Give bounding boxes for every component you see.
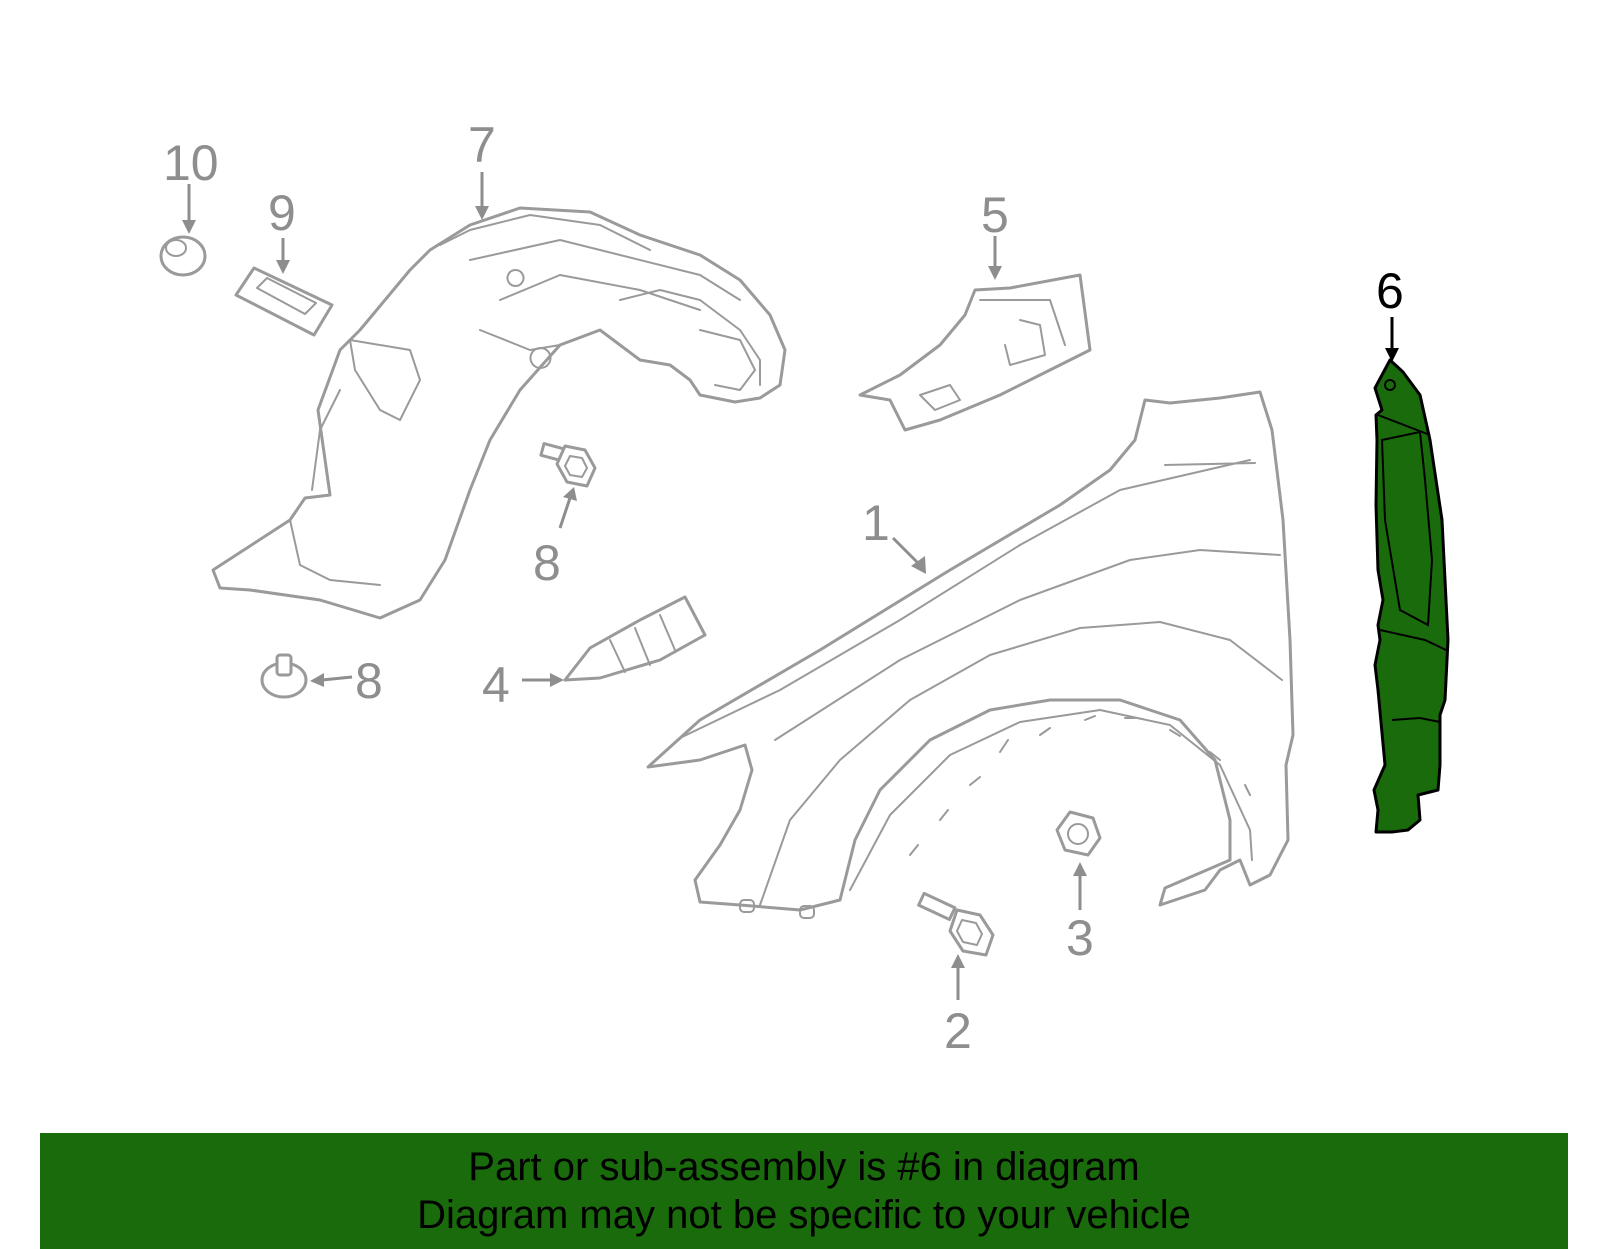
part-2-bolt[interactable]	[917, 891, 995, 957]
part-4-trim[interactable]	[563, 595, 707, 682]
callout-4: 4	[482, 657, 510, 713]
part-1-fender[interactable]	[646, 390, 1295, 919]
callout-7: 7	[468, 117, 496, 173]
callout-2: 2	[944, 1003, 972, 1059]
info-banner: Part or sub-assembly is #6 in diagram Di…	[40, 1133, 1568, 1249]
banner-line-1: Part or sub-assembly is #6 in diagram	[468, 1145, 1140, 1189]
part-10-clip[interactable]	[159, 235, 207, 277]
part-3-nut[interactable]	[1055, 810, 1102, 857]
part-8-bolt-upper[interactable]	[539, 442, 597, 488]
callout-6: 6	[1376, 263, 1404, 319]
part-6-highlighted[interactable]	[1372, 358, 1450, 834]
callout-8-lower: 8	[355, 653, 383, 709]
callout-8-upper: 8	[533, 535, 561, 591]
callout-3: 3	[1066, 910, 1094, 966]
part-8-pin-lower[interactable]	[260, 653, 308, 699]
part-9-pad[interactable]	[234, 266, 334, 337]
banner-line-2: Diagram may not be specific to your vehi…	[417, 1193, 1191, 1237]
part-5-bracket[interactable]	[858, 273, 1092, 432]
callout-arrows	[182, 172, 1399, 1000]
callout-5: 5	[981, 187, 1009, 243]
callout-10: 10	[163, 135, 219, 191]
callout-labels: 10 9 7 5 6 1 8 8 4 3 2	[163, 117, 1404, 1059]
part-7-fender-liner[interactable]	[211, 206, 787, 620]
callout-1: 1	[862, 495, 890, 551]
callout-9: 9	[268, 185, 296, 241]
